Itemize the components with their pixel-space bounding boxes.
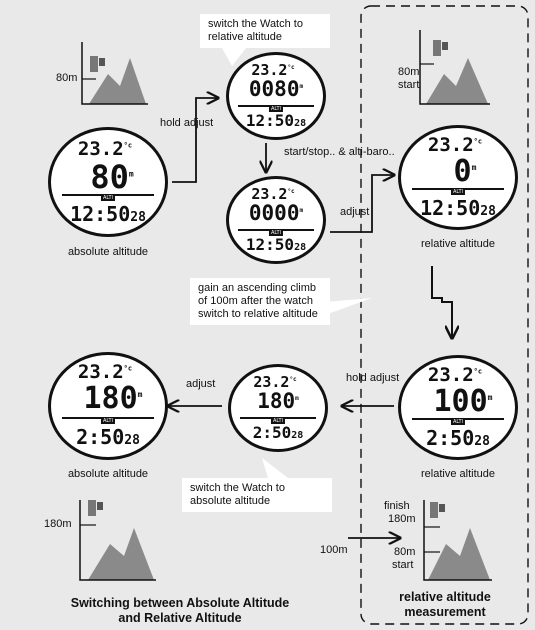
temperature-readout: 23.2 bbox=[251, 185, 288, 203]
altitude-unit: m bbox=[471, 163, 477, 172]
mountain-1-height: 80m bbox=[56, 72, 78, 84]
temperature-unit: °c bbox=[473, 137, 483, 146]
mountain-3-height: 180m bbox=[44, 518, 72, 530]
label-adjust: adjust bbox=[340, 206, 370, 218]
callout-switch-to-absolute: switch the Watch to absolute altitude bbox=[182, 478, 332, 512]
alti-tag: ALTI bbox=[268, 106, 284, 112]
alti-tag: ALTI bbox=[270, 418, 286, 424]
label-adjust-2: adjust bbox=[186, 378, 216, 390]
right-title: relative altitude measurement bbox=[370, 590, 520, 620]
altitude-unit: m bbox=[295, 395, 299, 402]
alti-tag: ALTI bbox=[450, 419, 466, 425]
alti-tag: ALTI bbox=[100, 418, 116, 424]
mountain-4-finish: finish bbox=[384, 500, 410, 512]
altitude-readout: 100 bbox=[433, 384, 488, 419]
seconds-readout: 28 bbox=[474, 434, 490, 449]
temperature-readout: 23.2 bbox=[77, 138, 124, 160]
alti-tag: ALTI bbox=[450, 189, 466, 195]
seconds-readout: 28 bbox=[294, 242, 307, 253]
altitude-readout: 0080 bbox=[248, 77, 300, 101]
temperature-readout: 23.2 bbox=[77, 361, 124, 383]
label-hold-adjust: hold adjust bbox=[160, 117, 214, 129]
temperature-readout: 23.2 bbox=[427, 364, 474, 386]
caption-absolute-2: absolute altitude bbox=[67, 468, 149, 480]
mountain-icon-4 bbox=[423, 500, 492, 581]
mountain-4-start-height: 80m bbox=[394, 546, 416, 558]
watch-relative-setup: 23.2°c 0080m ALTI 12:5028 bbox=[226, 52, 326, 140]
time-readout: 2:50 bbox=[426, 426, 475, 450]
altitude-unit: m bbox=[128, 169, 134, 179]
alti-tag: ALTI bbox=[100, 195, 116, 201]
watch-absolute-setup: 23.2°c 180m ALTI 2:5028 bbox=[228, 364, 328, 452]
watch-absolute-80: 23.2°c 80m ALTI 12:5028 bbox=[48, 127, 168, 237]
temperature-readout: 23.2 bbox=[253, 373, 290, 391]
label-100m: 100m bbox=[320, 544, 348, 556]
label-start-stop: start/stop.. & alti-baro.. bbox=[284, 146, 395, 158]
time-readout: 2:50 bbox=[76, 425, 125, 449]
watch-relative-zero-setup: 23.2°c 0000m ALTI 12:5028 bbox=[226, 176, 326, 264]
temperature-readout: 23.2 bbox=[251, 61, 288, 79]
altitude-unit: m bbox=[487, 393, 493, 402]
temperature-unit: °c bbox=[287, 188, 295, 195]
mountain-4-start: start bbox=[392, 559, 414, 571]
mountain-icon-3 bbox=[79, 500, 156, 581]
seconds-readout: 28 bbox=[480, 204, 496, 219]
seconds-readout: 28 bbox=[130, 210, 146, 225]
temperature-readout: 23.2 bbox=[427, 134, 474, 156]
mountain-icon-1 bbox=[81, 42, 148, 105]
callout-ascending-climb: gain an ascending climb of 100m after th… bbox=[190, 278, 330, 325]
arrow-hold-adjust bbox=[172, 98, 218, 183]
seconds-readout: 28 bbox=[294, 118, 307, 129]
altitude-readout: 0 bbox=[453, 154, 472, 189]
temperature-unit: °c bbox=[289, 376, 297, 383]
seconds-readout: 28 bbox=[291, 430, 304, 441]
arrow-ascend bbox=[431, 266, 452, 338]
seconds-readout: 28 bbox=[124, 433, 140, 448]
mountain-2-start: start bbox=[398, 79, 420, 91]
watch-relative-0: 23.2°c 0m ALTI 12:5028 bbox=[398, 125, 518, 230]
altitude-readout: 180 bbox=[257, 389, 296, 413]
alti-tag: ALTI bbox=[268, 230, 284, 236]
main-title-line-1: Switching between Absolute Altitude bbox=[70, 596, 290, 610]
mountain-4-finish-height: 180m bbox=[388, 513, 416, 525]
time-readout: 12:50 bbox=[245, 111, 295, 130]
temperature-unit: °c bbox=[473, 367, 483, 376]
caption-relative-2: relative altitude bbox=[421, 468, 495, 480]
altitude-unit: m bbox=[299, 207, 304, 214]
relative-measurement-frame bbox=[360, 5, 529, 625]
time-readout: 2:50 bbox=[252, 423, 292, 442]
watch-relative-100: 23.2°c 100m ALTI 2:5028 bbox=[398, 355, 518, 460]
altitude-readout: 180 bbox=[83, 381, 138, 416]
mountain-icon-2 bbox=[419, 30, 490, 105]
mountain-2-height: 80m bbox=[398, 66, 420, 78]
altitude-unit: m bbox=[137, 390, 143, 399]
watch-absolute-180: 23.2°c 180m ALTI 2:5028 bbox=[48, 352, 168, 460]
right-title-line-1: relative altitude bbox=[399, 590, 491, 604]
callout-switch-to-relative: switch the Watch to relative altitude bbox=[200, 14, 330, 48]
temperature-unit: °c bbox=[287, 64, 295, 71]
main-title-line-2: and Relative Altitude bbox=[118, 611, 242, 625]
temperature-unit: °c bbox=[123, 141, 133, 150]
arrow-adjust-1 bbox=[330, 175, 394, 233]
label-hold-adjust-2: hold adjust bbox=[346, 372, 400, 384]
caption-relative-1: relative altitude bbox=[421, 238, 495, 250]
temperature-unit: °c bbox=[123, 364, 133, 373]
right-title-line-2: measurement bbox=[404, 605, 486, 619]
time-readout: 12:50 bbox=[245, 235, 295, 254]
time-readout: 12:50 bbox=[420, 196, 481, 220]
caption-absolute-1: absolute altitude bbox=[67, 246, 149, 258]
altitude-readout: 0000 bbox=[248, 201, 300, 225]
altitude-readout: 80 bbox=[90, 158, 129, 196]
altitude-unit: m bbox=[299, 83, 304, 90]
time-readout: 12:50 bbox=[70, 202, 131, 226]
main-title: Switching between Absolute Altitude and … bbox=[20, 596, 340, 626]
